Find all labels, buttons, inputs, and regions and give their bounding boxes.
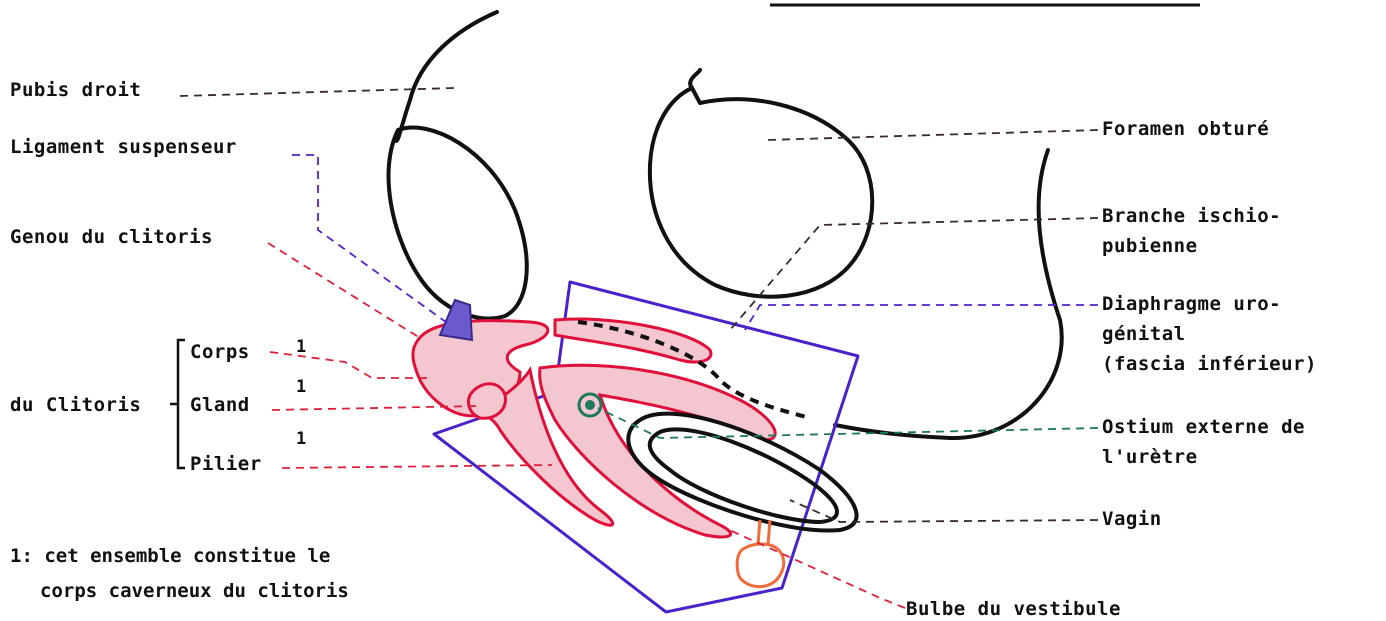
note-line-1: 1: cet ensemble constitue le bbox=[10, 545, 330, 567]
label-bulbe-vestibule: Bulbe du vestibule bbox=[906, 598, 1121, 620]
label-branche-line2: pubienne bbox=[1102, 235, 1198, 257]
footnote-marker-pilier: 1 bbox=[296, 429, 306, 449]
label-foramen-obture: Foramen obturé bbox=[1102, 118, 1269, 140]
label-corps: Corps bbox=[190, 341, 250, 363]
label-diaphragme-line2: génital bbox=[1102, 323, 1186, 345]
label-pilier: Pilier bbox=[190, 453, 262, 475]
pubis-left-outline bbox=[395, 12, 497, 141]
label-du-clitoris: du Clitoris bbox=[10, 394, 141, 416]
footnote-marker-corps: 1 bbox=[296, 337, 306, 357]
label-ostium-line1: Ostium externe de bbox=[1102, 416, 1305, 438]
leader-ligament bbox=[292, 155, 450, 325]
label-branche-line1: Branche ischio- bbox=[1102, 205, 1281, 227]
clitoris-glans bbox=[468, 384, 505, 419]
leader-diaphragme bbox=[745, 305, 1098, 330]
label-gland: Gland bbox=[190, 394, 250, 416]
leader-corps bbox=[270, 352, 430, 378]
note-line-2: corps caverneux du clitoris bbox=[40, 580, 349, 602]
label-ostium-line2: l'urètre bbox=[1102, 446, 1198, 468]
clitoris bbox=[413, 319, 775, 537]
ischiopubic-branch-outline bbox=[835, 150, 1062, 438]
leader-bulbe bbox=[725, 528, 905, 608]
leader-foramen bbox=[768, 130, 1098, 140]
label-ligament-suspenseur: Ligament suspenseur bbox=[10, 136, 237, 158]
leader-branche bbox=[730, 218, 1098, 330]
label-diaphragme-line1: Diaphragme uro- bbox=[1102, 293, 1281, 315]
clitoris-crus-right bbox=[540, 365, 776, 537]
footnote-marker-gland: 1 bbox=[296, 377, 306, 397]
clitoris-bracket bbox=[170, 340, 185, 468]
label-vagin: Vagin bbox=[1102, 508, 1162, 530]
leader-pilier bbox=[282, 465, 552, 468]
label-pubis-droit: Pubis droit bbox=[10, 79, 141, 101]
leader-genou bbox=[268, 243, 420, 338]
foramen-notch bbox=[690, 70, 700, 88]
vestibular-bulb bbox=[737, 520, 784, 587]
pubis-body-outline bbox=[389, 128, 527, 319]
label-genou-clitoris: Genou du clitoris bbox=[10, 226, 213, 248]
label-diaphragme-line3: (fascia inférieur) bbox=[1102, 353, 1317, 375]
foramen-outline bbox=[650, 88, 872, 297]
